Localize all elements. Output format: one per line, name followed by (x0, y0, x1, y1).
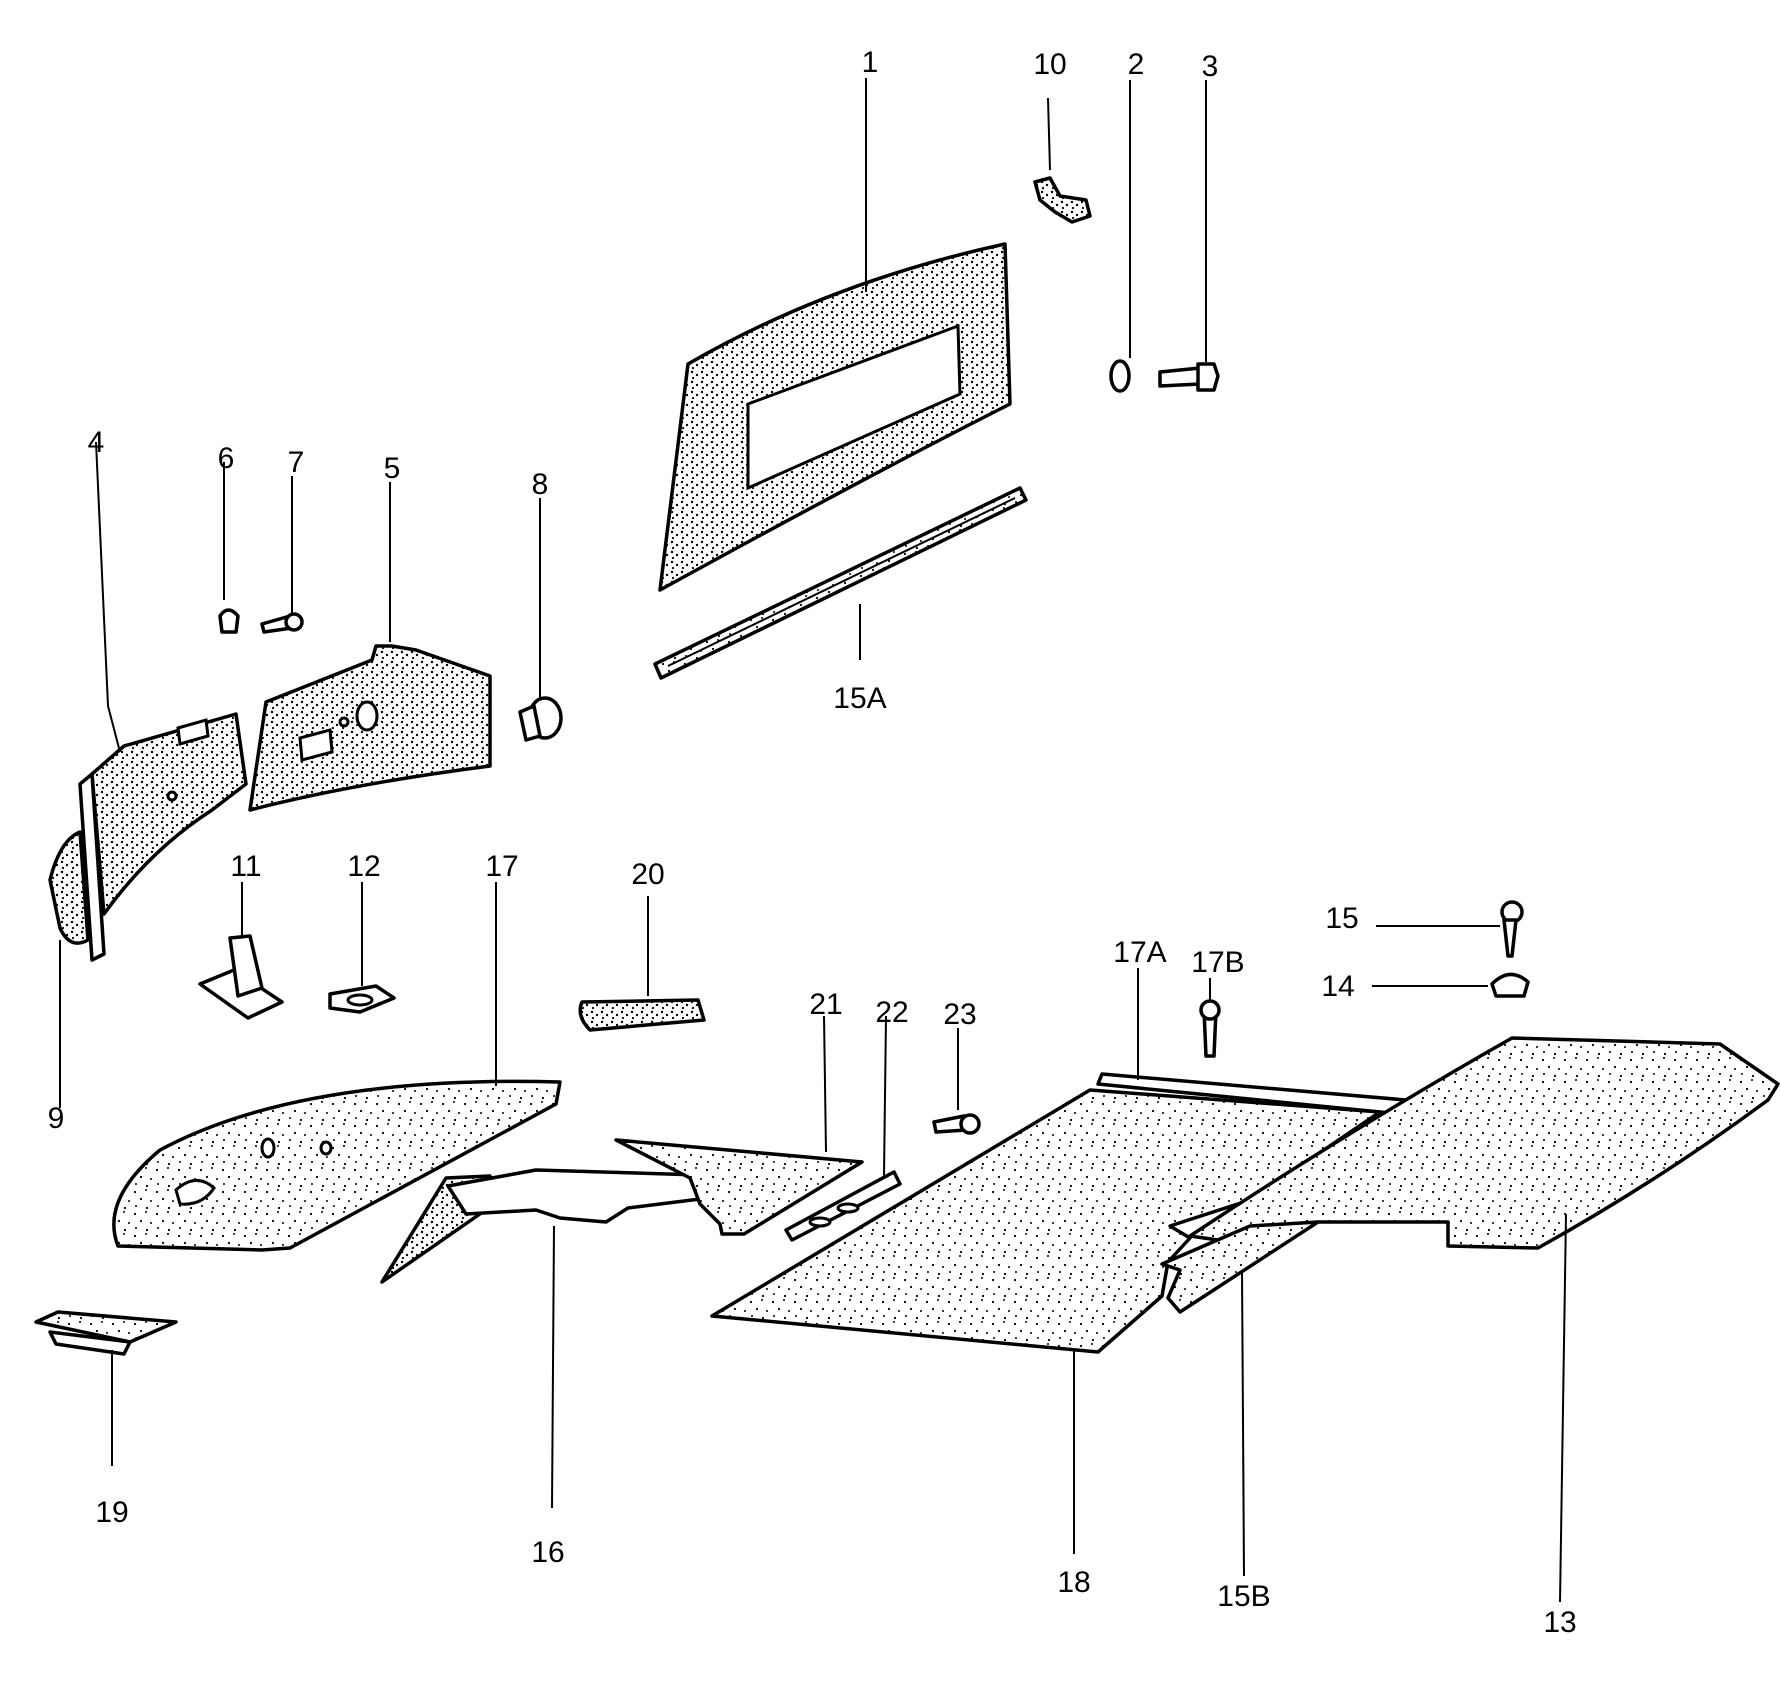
callout-13: 13 (1543, 1606, 1576, 1639)
callout-11: 11 (230, 850, 261, 883)
callout-labels: 1 2 3 4 5 6 7 8 9 10 11 12 13 14 15 15A … (48, 46, 1577, 1639)
callout-5: 5 (384, 452, 401, 485)
trim-clip (1033, 176, 1092, 224)
floor-mat-13 (1160, 1036, 1780, 1314)
callout-19: 19 (95, 1496, 128, 1529)
washer (1109, 359, 1131, 393)
callout-4: 4 (88, 426, 105, 459)
callout-6: 6 (218, 442, 235, 475)
callout-15B: 15B (1217, 1580, 1270, 1613)
bolt (1158, 362, 1220, 392)
callout-9: 9 (48, 1102, 65, 1135)
tunnel-trim (380, 1168, 734, 1284)
grommet-12 (328, 984, 396, 1014)
leader-lines (59, 78, 1567, 1603)
callout-8: 8 (532, 468, 549, 501)
callout-17B: 17B (1191, 946, 1244, 979)
callout-12: 12 (347, 850, 380, 883)
side-trim-panel-right (248, 644, 492, 812)
callout-20: 20 (631, 858, 664, 891)
parcel-shelf-trim (112, 1079, 562, 1252)
screw-7 (260, 612, 304, 634)
callout-17: 17 (485, 850, 518, 883)
callout-18: 18 (1057, 1566, 1090, 1599)
callout-10: 10 (1033, 48, 1066, 81)
callout-17A: 17A (1113, 936, 1166, 969)
vent-strip-22 (784, 1170, 902, 1242)
callout-15: 15 (1325, 902, 1358, 935)
callout-21: 21 (809, 988, 842, 1021)
trim-strip (653, 486, 1028, 680)
plug-8 (518, 696, 563, 742)
callout-22: 22 (875, 996, 908, 1029)
callout-2: 2 (1128, 48, 1145, 81)
screw-17B (1199, 999, 1221, 1058)
trim-piece-20 (578, 998, 706, 1032)
screw-23 (932, 1113, 981, 1135)
floor-trim-21 (614, 1138, 864, 1236)
grommet-6 (218, 608, 240, 634)
callout-7: 7 (288, 446, 305, 479)
callout-16: 16 (531, 1536, 564, 1569)
screw-15 (1500, 900, 1524, 958)
clip-11 (198, 934, 284, 1020)
side-trim-panel-left (78, 712, 248, 962)
callout-1: 1 (862, 46, 879, 79)
callout-14: 14 (1321, 970, 1354, 1003)
callout-3: 3 (1202, 50, 1219, 83)
callout-15A: 15A (833, 682, 886, 715)
wheel-arch-trim (48, 830, 90, 945)
callout-23: 23 (943, 998, 976, 1031)
trim-piece-19 (34, 1310, 178, 1356)
rear-window-trim-panel (658, 242, 1012, 592)
cap-14 (1490, 972, 1530, 998)
